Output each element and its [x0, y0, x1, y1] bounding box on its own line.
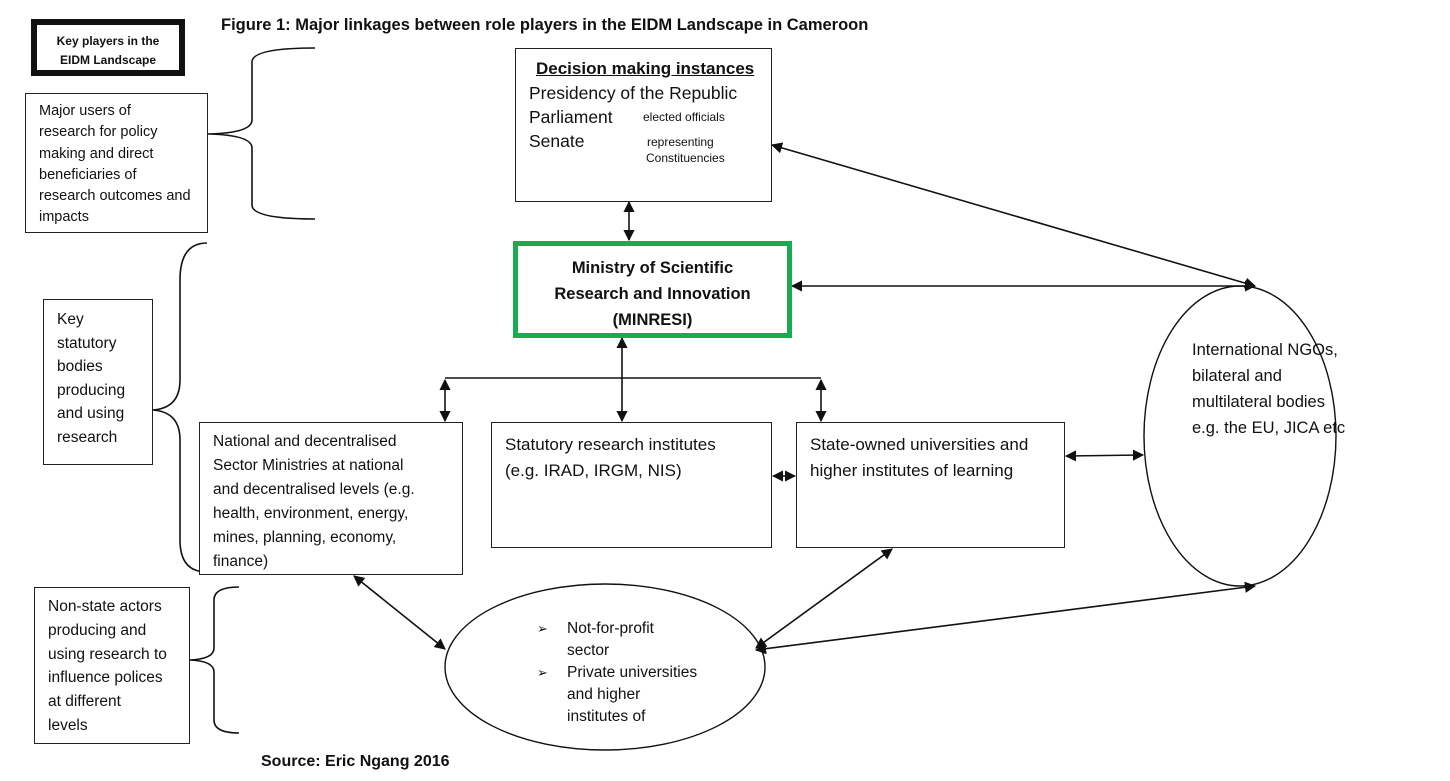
minresi-line: Ministry of Scientific: [571, 259, 734, 277]
legend-line: statutory: [57, 334, 117, 352]
legend-line: and using: [57, 405, 125, 422]
legend-line: making and direct: [39, 145, 154, 162]
legend-line: Key: [57, 311, 84, 328]
figure-source: Source: Eric Ngang 2016: [261, 753, 450, 770]
bullet-line: Not-for-profit: [567, 620, 654, 637]
decision-item: Senate: [529, 131, 585, 151]
research-institutes-box: Statutory research institutes (e.g. IRAD…: [491, 422, 772, 548]
node-line: State-owned universities and: [810, 435, 1029, 454]
node-line: health, environment, energy,: [213, 505, 409, 522]
legend-header-line: Key players in the: [56, 34, 160, 48]
legend-line: Major users of: [39, 103, 131, 119]
node-line: National and decentralised: [213, 433, 397, 450]
node-line: bilateral and: [1192, 367, 1282, 385]
arrow-non-state-international: [754, 581, 1257, 655]
node-line: International NGOs,: [1192, 341, 1338, 359]
arrow-ministries-non-state: [353, 575, 446, 650]
non-state-bullet: ➢ Not-for-profit sector: [537, 618, 697, 662]
minresi-box: Ministry of Scientific Research and Inno…: [513, 241, 792, 338]
non-state-label: ➢ Not-for-profit sector ➢ Private univer…: [537, 618, 697, 728]
legend-non-state-box: Non-state actors producing and using res…: [34, 587, 190, 744]
node-line: finance): [213, 553, 269, 570]
legend-line: influence polices: [48, 669, 163, 687]
legend-header-box: Key players in the EIDM Landscape: [31, 19, 185, 76]
bullet-line: and higher: [567, 686, 641, 703]
brace-non-state: [189, 586, 240, 734]
decision-note: elected officials: [643, 110, 725, 124]
legend-line: research: [57, 428, 118, 446]
legend-line: research for policy: [39, 124, 158, 141]
node-line: and decentralised levels (e.g.: [213, 481, 415, 498]
decision-making-box: Decision making instances Presidency of …: [515, 48, 772, 202]
arrow-universities-non-state: [755, 548, 893, 649]
legend-header-line: EIDM Landscape: [59, 53, 157, 67]
legend-line: impacts: [39, 209, 89, 226]
bullet-line: sector: [567, 642, 610, 659]
decision-item: Presidency of the Republic: [529, 83, 738, 103]
legend-line: at different: [48, 693, 121, 711]
node-line: multilateral bodies: [1192, 393, 1325, 411]
decision-note: representing: [647, 135, 714, 149]
minresi-line: Research and Innovation: [554, 285, 751, 303]
brace-statutory: [152, 242, 208, 573]
arrow-bullet-icon: ➢: [537, 665, 548, 680]
legend-line: producing: [57, 381, 126, 399]
decision-heading: Decision making instances: [536, 59, 755, 78]
legend-statutory-box: Key statutory bodies producing and using…: [43, 299, 153, 465]
figure-title: Figure 1: Major linkages between role pl…: [221, 16, 869, 34]
decision-note: Constituencies: [646, 151, 725, 165]
legend-line: levels: [48, 716, 88, 734]
international-bodies-label: International NGOs, bilateral and multil…: [1192, 337, 1345, 441]
minresi-line: (MINRESI): [612, 311, 693, 329]
non-state-bullet: ➢ Private universities and higher instit…: [537, 662, 697, 728]
node-line: higher institutes of learning: [810, 461, 1014, 480]
node-line: (e.g. IRAD, IRGM, NIS): [505, 461, 682, 480]
bullet-line: Private universities: [567, 664, 698, 681]
arrow-decision-international: [770, 142, 1257, 289]
arrow-bullet-icon: ➢: [537, 621, 548, 636]
legend-line: bodies: [57, 358, 103, 375]
legend-line: producing and: [48, 621, 147, 639]
sector-ministries-box: National and decentralised Sector Minist…: [199, 422, 463, 575]
legend-line: research outcomes and: [39, 188, 191, 205]
bullet-line: institutes of: [567, 708, 646, 725]
node-line: Statutory research institutes: [505, 435, 716, 454]
non-state-ellipse: [444, 583, 766, 751]
legend-line: beneficiaries of: [39, 166, 137, 183]
brace-users: [207, 47, 316, 220]
node-line: Sector Ministries at national: [213, 457, 404, 474]
node-line: e.g. the EU, JICA etc: [1192, 419, 1346, 437]
universities-box: State-owned universities and higher inst…: [796, 422, 1065, 548]
legend-line: using research to: [48, 645, 167, 663]
arrow-universities-international: [1064, 449, 1145, 462]
legend-line: Non-state actors: [48, 598, 162, 615]
decision-item: Parliament: [529, 107, 613, 127]
node-line: mines, planning, economy,: [213, 529, 397, 546]
legend-users-box: Major users of research for policy makin…: [25, 93, 208, 233]
